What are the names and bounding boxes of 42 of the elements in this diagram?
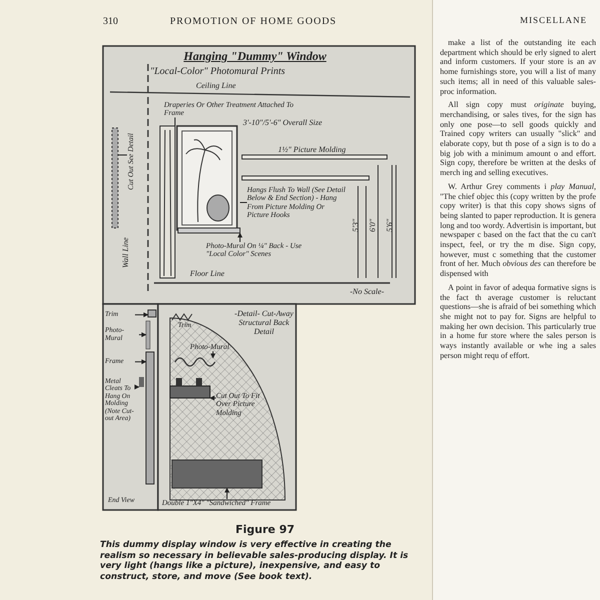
leader-line [138,332,146,338]
leader-line [118,154,128,156]
scale-note: -No Scale- [350,288,385,297]
detail-heading: -Detail- Cut-Away Structural Back Detail [234,310,294,336]
window-frame-drawing [176,125,240,234]
figure-caption: This dummy display window is very effective in creating the realism so necessary in believable sales-producing display. It is very light (hangs like a picture), inexpensive, and easy to construct, store, and move (See book text). [100,540,410,583]
leader-line [240,202,248,203]
running-header: PROMOTION OF HOME GOODS [170,16,338,27]
dimension-label: 5'3" [352,218,361,232]
leader-line [238,232,242,242]
leader-line [224,488,230,500]
leader-line [134,312,148,318]
body-paragraph: make a list of the outstanding ite each department which should be erly signed to alert and inform customers. If your store is an av home furnishings store, you will a list of many such items; all in need of this valuable sales-proc information. [440,38,596,96]
dimension-label: 1½" Picture Molding [278,146,347,155]
running-header: MISCELLANE [520,16,588,26]
drawing-subtitle: "Local-Color" Photomural Prints [150,66,286,77]
body-paragraph: All sign copy must originate buying, merchandising, or sales tives, for the sign has only one pose—to sell goods quickly and Trained copy writers can usually "slick" and elaborate copy, but th pose of a sign is to do a big job with a minimum amount o and effort. Sign copy, therefore be written at the desks of merch ing and selling executives. [440,100,596,178]
dimension-label: 3'-10"/5'-6" Overall Size [243,119,324,128]
drawing-title: Hanging "Dummy" Window [182,50,328,64]
leader-line [174,117,176,126]
drapery-drawing [160,126,176,278]
leader-line [210,396,216,400]
line-label: Wall Line [122,236,131,268]
photo-mural-layer [146,320,150,350]
body-paragraph: W. Arthur Grey comments i play Manual, "The chief objec this (copy written by the profe copy writer) is that this copy shows signs of being slanted to paper reproduction. It is genera long and too wordy. Advertisin is important, but newspaper c based on the fact that the cu can't inspect, feel, or try the m dise. Sign copy, however, must c something that the customer front of her. Much obvious des can therefore be dispensed with [440,182,596,279]
leader-line [134,359,146,364]
leader-line [210,350,216,358]
photo-mural-layer [174,358,216,366]
metal-cleat [139,377,144,387]
frame-board [172,460,262,488]
frame-strip [146,352,154,484]
figure-number: Figure 97 [234,524,296,536]
body-paragraph: A point in favor of adequa formative signs is the fact th average customer is reluctant questions—she is afraid of bei something which she might not to pay for. Signs are helpful to making her own decision. This particularly true in a home fur store where the sales person is ways instantly available or whe ing a sales person might requ of effort. [440,282,596,360]
leader-line [134,384,140,390]
page-number: 310 [103,16,119,27]
dimension-label: 6'0" [369,218,378,232]
line-label: Ceiling Line [196,82,237,91]
cut-out-notch [170,378,210,398]
dimension-label: 5'6" [386,218,395,232]
wall-cutout [112,128,118,228]
trim-piece [148,310,156,318]
line-label: Floor Line [190,270,226,279]
